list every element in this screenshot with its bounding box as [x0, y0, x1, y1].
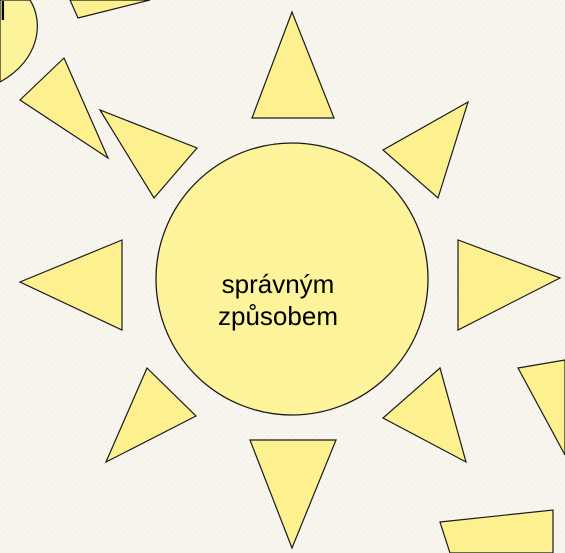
- sun-center-label: správným způsobem: [172, 268, 384, 332]
- corner-text-fragment: l: [0, 0, 8, 27]
- sun-center-label-line1: správným: [172, 268, 384, 300]
- sun-center-label-line2: způsobem: [172, 300, 384, 332]
